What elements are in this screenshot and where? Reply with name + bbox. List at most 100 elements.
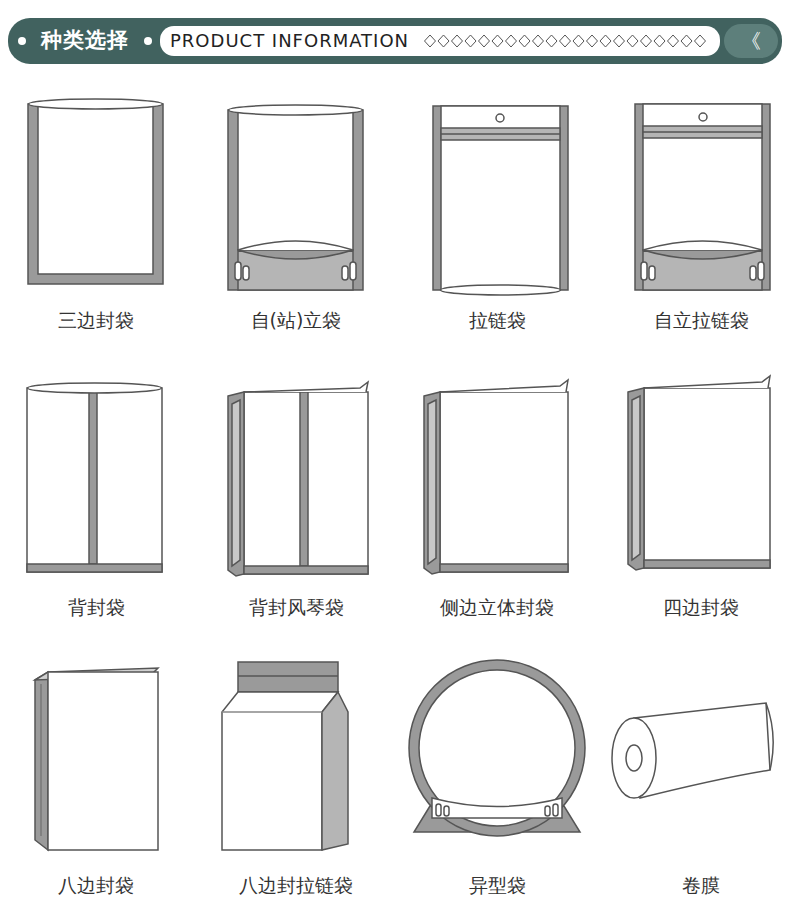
zipper-bag <box>496 114 504 122</box>
shaped-bag <box>409 660 585 836</box>
eight-side-seal-bag <box>40 684 42 836</box>
back-seal-bag <box>27 564 162 572</box>
stand-up-bag <box>229 105 363 115</box>
header-band <box>160 26 720 56</box>
bag-caption: 八边封拉链袋 <box>196 873 396 897</box>
diamond <box>560 35 571 47</box>
diamond <box>519 35 530 47</box>
diamond <box>438 35 449 47</box>
header-band <box>8 18 782 64</box>
diamond <box>681 35 692 47</box>
three-side-seal-bag <box>29 99 163 109</box>
category-pill: 种类选择 <box>41 28 129 53</box>
stand-up-zipper-bag <box>750 266 756 280</box>
node-text: PRODUCT INFORMATION <box>170 30 409 52</box>
side-gusset-bag <box>440 380 568 392</box>
stand-up-bag <box>238 110 353 250</box>
diamond <box>600 35 611 47</box>
shaped-bag <box>436 804 441 816</box>
diamond <box>465 35 476 47</box>
film-roll <box>626 745 642 771</box>
side-gusset-bag <box>424 380 568 574</box>
zipper-bag <box>433 106 568 295</box>
diamond <box>614 35 625 47</box>
eight-side-seal-bag <box>35 672 48 850</box>
stand-up-zipper-bag <box>643 131 762 133</box>
bag-caption: 四边封袋 <box>601 595 790 619</box>
eight-side-zipper-bag <box>222 692 338 850</box>
header-band <box>8 18 782 64</box>
shaped-bag <box>444 806 449 816</box>
zipper-bag <box>433 106 568 290</box>
four-side-seal-bag <box>644 376 770 388</box>
bag-caption: 拉链袋 <box>397 308 597 332</box>
stand-up-bag <box>238 241 353 250</box>
diamond <box>506 35 517 47</box>
bag-caption: 侧边立体封袋 <box>397 595 597 619</box>
four-side-seal-bag <box>628 388 644 570</box>
bag-caption: 自立拉链袋 <box>601 308 790 332</box>
back-seal-gusset-bag <box>244 392 368 574</box>
zipper-bag <box>441 285 561 295</box>
four-side-seal-bag <box>632 396 640 560</box>
back-seal-gusset-bag <box>228 382 368 576</box>
diamond <box>425 35 436 47</box>
diamond <box>479 35 490 47</box>
bag-caption: 三边封袋 <box>0 308 196 332</box>
diamond <box>695 35 706 47</box>
stand-up-zipper-bag <box>643 104 762 250</box>
four-side-seal-bag <box>644 560 770 568</box>
film-roll <box>612 718 656 798</box>
diamond <box>627 35 638 47</box>
expand-button: 《 <box>741 29 761 53</box>
three-side-seal-bag <box>38 104 153 274</box>
bag-caption: 背封风琴袋 <box>196 595 396 619</box>
stand-up-bag <box>238 250 353 290</box>
stand-up-zipper-bag <box>649 266 655 280</box>
stand-up-zipper-bag <box>758 262 764 280</box>
shaped-bag <box>419 670 575 826</box>
stand-up-zipper-bag <box>641 262 647 280</box>
side-gusset-bag <box>424 392 440 574</box>
four-side-seal-bag <box>644 388 770 568</box>
stand-up-bag <box>350 262 356 280</box>
diamond-row <box>425 35 706 47</box>
zipper-bag <box>441 133 560 135</box>
back-seal-bag <box>28 383 162 393</box>
diamond <box>573 35 584 47</box>
eight-side-zipper-bag <box>222 711 322 713</box>
three-side-seal-bag <box>28 104 163 284</box>
diamond <box>641 35 652 47</box>
bag-caption: 异型袋 <box>397 873 597 897</box>
back-seal-bag <box>27 388 162 572</box>
stand-up-zipper-bag <box>643 250 762 290</box>
bag-caption: 背封袋 <box>0 595 196 619</box>
stand-up-zipper-bag <box>643 126 762 138</box>
diamond <box>546 35 557 47</box>
eight-side-seal-bag <box>35 668 158 850</box>
stand-up-zipper-bag <box>643 241 762 250</box>
back-seal-bag <box>89 388 97 564</box>
shaped-bag <box>545 806 550 816</box>
stand-up-bag <box>235 262 241 280</box>
diamond <box>668 35 679 47</box>
stand-up-bag <box>228 105 363 290</box>
diamond <box>452 35 463 47</box>
shaped-bag <box>432 798 562 818</box>
side-gusset-bag <box>428 400 436 564</box>
stand-up-zipper-bag <box>635 104 770 290</box>
eight-side-zipper-bag <box>238 662 338 692</box>
info-band: PRODUCT INFORMATION <box>170 30 409 52</box>
diamond <box>492 35 503 47</box>
three-side-seal-bag <box>28 99 163 284</box>
stand-up-bag <box>342 266 348 280</box>
zipper-bag <box>441 106 560 290</box>
back-seal-bag <box>27 383 162 572</box>
zipper-bag <box>441 128 560 140</box>
four-side-seal-bag <box>628 376 770 570</box>
eight-side-zipper-bag <box>238 675 338 677</box>
stand-up-zipper-bag <box>635 104 770 290</box>
back-seal-gusset-bag <box>232 400 240 566</box>
back-seal-gusset-bag <box>228 392 244 576</box>
